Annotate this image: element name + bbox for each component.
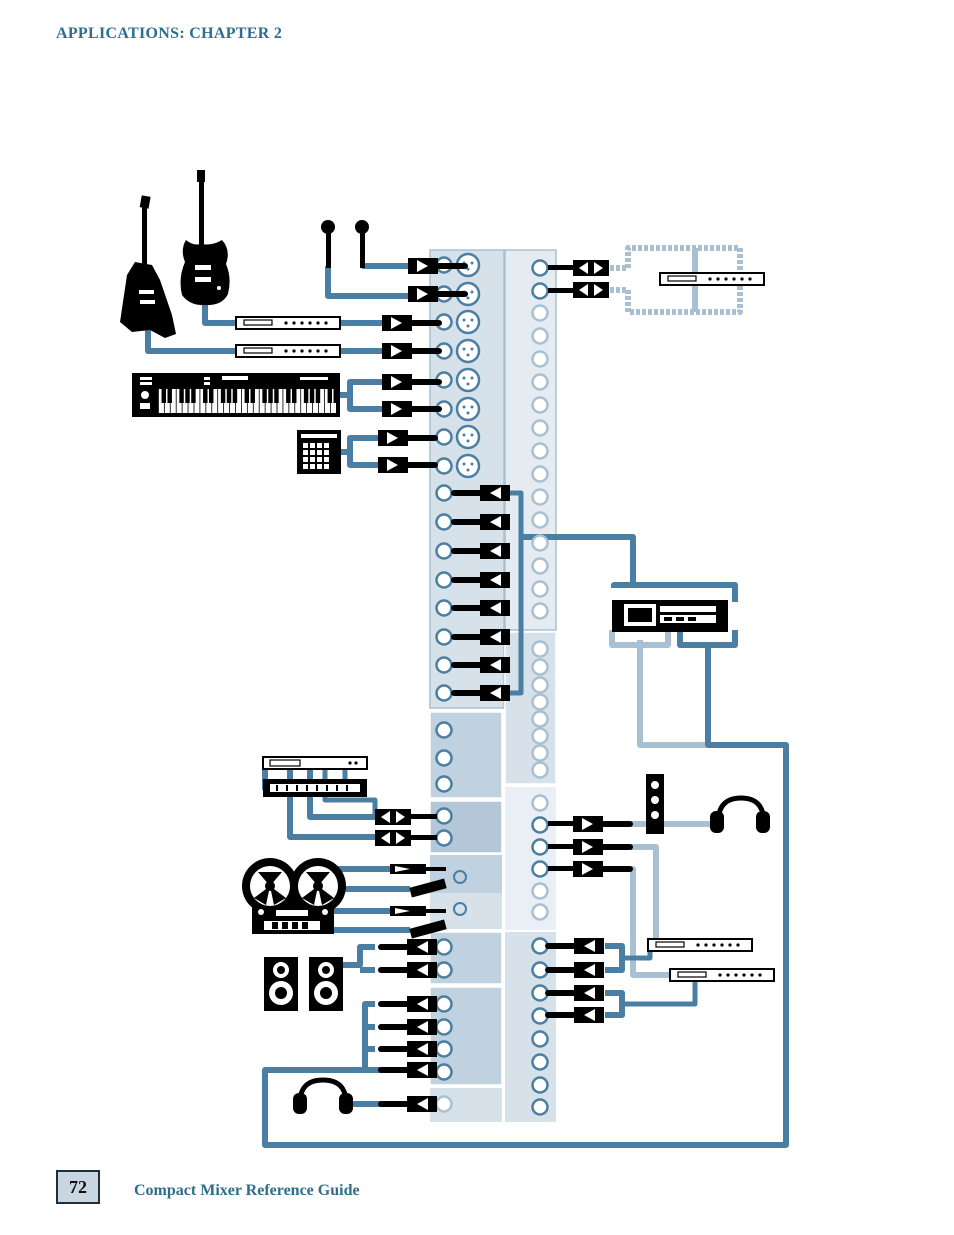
black-key bbox=[162, 389, 166, 403]
page-number: 72 bbox=[56, 1170, 100, 1204]
white-key-divider bbox=[164, 389, 165, 413]
white-key-divider bbox=[176, 389, 177, 413]
white-key-divider bbox=[188, 389, 189, 413]
footer-title: Compact Mixer Reference Guide bbox=[134, 1182, 360, 1200]
white-key-divider bbox=[158, 389, 159, 413]
black-key bbox=[185, 389, 189, 403]
white-key-divider bbox=[205, 389, 206, 413]
white-key-divider bbox=[194, 389, 195, 413]
white-key-divider bbox=[271, 389, 272, 413]
black-key bbox=[245, 389, 249, 403]
black-key bbox=[233, 389, 237, 403]
white-key-divider bbox=[200, 389, 201, 413]
white-key-divider bbox=[288, 389, 289, 413]
black-key bbox=[310, 389, 314, 403]
black-key bbox=[316, 389, 320, 403]
white-key-divider bbox=[330, 389, 331, 413]
electric-guitar-icon bbox=[120, 170, 230, 338]
black-key bbox=[167, 389, 171, 403]
keyboard-synth-icon bbox=[132, 373, 340, 417]
white-key-divider bbox=[229, 389, 230, 413]
black-key bbox=[262, 389, 266, 403]
white-key-divider bbox=[253, 389, 254, 413]
white-key-divider bbox=[217, 389, 218, 413]
white-key-divider bbox=[312, 389, 313, 413]
power-amplifier-icon bbox=[612, 600, 728, 632]
white-key-divider bbox=[300, 389, 301, 413]
black-key bbox=[179, 389, 183, 403]
speaker-icon bbox=[646, 774, 664, 834]
studio-monitor-icon bbox=[264, 957, 343, 1011]
black-key bbox=[304, 389, 308, 403]
insert-jacks bbox=[533, 261, 548, 1115]
black-key bbox=[221, 389, 225, 403]
white-key-divider bbox=[223, 389, 224, 413]
white-key-divider bbox=[235, 389, 236, 413]
black-key bbox=[334, 389, 338, 403]
black-key bbox=[203, 389, 207, 403]
white-key-divider bbox=[265, 389, 266, 413]
black-key bbox=[274, 389, 278, 403]
white-key-divider bbox=[247, 389, 248, 413]
white-key-divider bbox=[324, 389, 325, 413]
white-key-divider bbox=[277, 389, 278, 413]
white-key-divider bbox=[241, 389, 242, 413]
effects-rack-icon bbox=[263, 757, 367, 797]
white-key-divider bbox=[318, 389, 319, 413]
white-key-divider bbox=[211, 389, 212, 413]
white-key-divider bbox=[259, 389, 260, 413]
black-key bbox=[292, 389, 296, 403]
microphone-icon bbox=[321, 220, 369, 268]
white-key-divider bbox=[283, 389, 284, 413]
white-key-divider bbox=[170, 389, 171, 413]
white-key-divider bbox=[294, 389, 295, 413]
black-key bbox=[328, 389, 332, 403]
black-key bbox=[268, 389, 272, 403]
black-key bbox=[191, 389, 195, 403]
black-key bbox=[227, 389, 231, 403]
white-key-divider bbox=[306, 389, 307, 413]
black-key bbox=[286, 389, 290, 403]
black-key bbox=[209, 389, 213, 403]
white-key-divider bbox=[182, 389, 183, 413]
drum-machine-icon bbox=[297, 430, 341, 474]
reel-to-reel-icon bbox=[242, 858, 346, 934]
black-key bbox=[251, 389, 255, 403]
